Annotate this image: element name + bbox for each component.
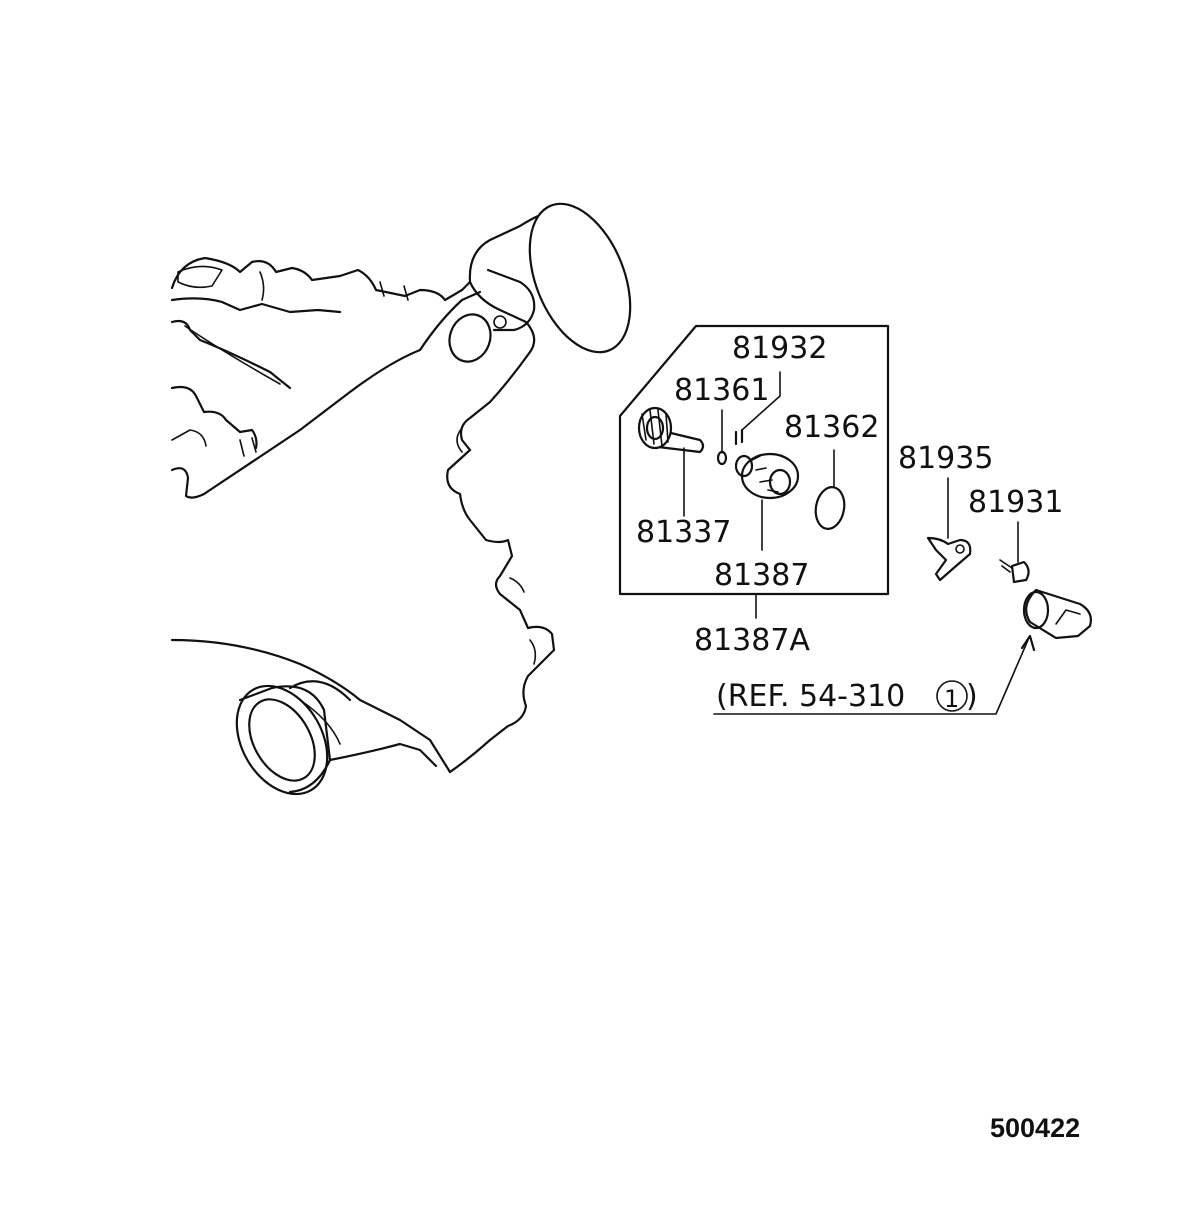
ref-close-paren: )	[966, 679, 978, 714]
driven-gear-icon	[637, 406, 705, 517]
seal-disc-icon	[814, 449, 846, 530]
label-81932: 81932	[732, 331, 827, 366]
speed-sensor-icon	[1022, 588, 1092, 640]
ref-circle-mark	[936, 680, 968, 712]
label-81361: 81361	[674, 373, 769, 408]
sleeve-icon	[734, 452, 800, 551]
label-81362: 81362	[784, 410, 879, 445]
label-81337: 81337	[636, 515, 731, 550]
o-ring-icon	[716, 409, 728, 466]
bracket-icon	[926, 477, 972, 582]
ref-leader-line	[713, 634, 1036, 715]
diagram-code: 500422	[990, 1113, 1080, 1143]
bolt-icon	[999, 521, 1030, 584]
ref-text: (REF. 54-310	[716, 679, 905, 714]
pin-icon	[734, 371, 781, 446]
label-81387a: 81387A	[694, 623, 810, 658]
label-81935: 81935	[898, 441, 993, 476]
gear-kit-boundary	[618, 324, 890, 596]
ref-circled-number: 1	[944, 685, 959, 713]
label-81387: 81387	[714, 558, 809, 593]
transmission-case-icon	[170, 202, 632, 796]
label-81931: 81931	[968, 485, 1063, 520]
